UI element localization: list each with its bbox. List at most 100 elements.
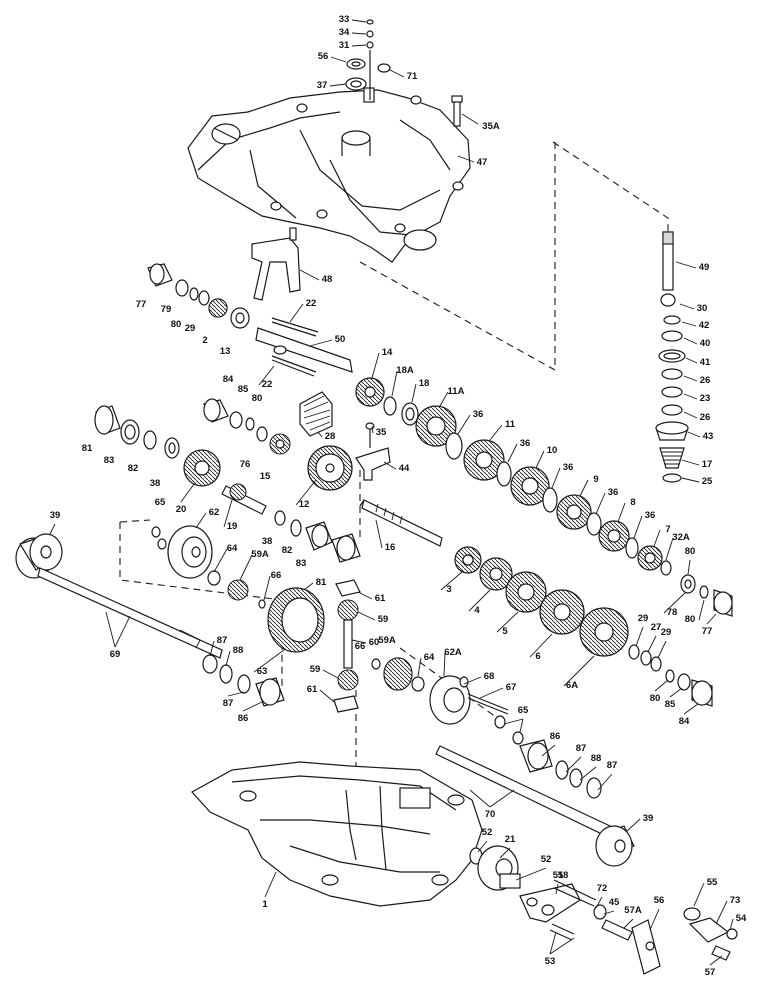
part-callout-c55: 55 [706, 877, 718, 888]
part-callout-c64b: 64 [423, 652, 435, 663]
part-callout-c62: 62 [208, 507, 220, 518]
part-callout-c70: 70 [484, 809, 496, 820]
part-callout-c28: 28 [324, 431, 336, 442]
part-callout-c40: 40 [699, 338, 711, 349]
part-callout-c82b: 82 [281, 545, 293, 556]
part-callout-c79: 79 [160, 304, 172, 315]
part-callout-c3: 3 [446, 584, 452, 595]
part-callout-c26a: 26 [699, 375, 711, 386]
part-callout-c14: 14 [381, 347, 393, 358]
top-small-parts [345, 19, 391, 103]
part-callout-c87b: 87 [222, 698, 234, 709]
part-callout-c64a: 64 [226, 543, 238, 554]
differential-62 [151, 525, 221, 586]
part-callout-c68: 68 [483, 671, 495, 682]
bracket-48 [251, 227, 301, 301]
part-callout-c61b: 61 [306, 684, 318, 695]
part-callout-c29b: 29 [637, 613, 649, 624]
gear-train-upper [355, 377, 457, 447]
part-callout-c72: 72 [596, 883, 608, 894]
part-callout-c80a: 80 [170, 319, 182, 330]
upper-housing [187, 89, 471, 263]
leader-lines [49, 19, 734, 966]
part-callout-c83a: 83 [103, 455, 115, 466]
part-callout-c36b: 36 [519, 438, 531, 449]
part-callout-c6: 6 [535, 651, 541, 662]
part-callout-c25: 25 [701, 476, 713, 487]
part-callout-c85b: 85 [664, 699, 676, 710]
part-callout-c1: 1 [262, 899, 268, 910]
part-callout-c38a: 38 [149, 478, 161, 489]
part-callout-c18: 18 [418, 378, 430, 389]
part-callout-c77a: 77 [135, 299, 147, 310]
part-callout-c65a: 65 [154, 497, 166, 508]
part-callout-c4: 4 [474, 605, 480, 616]
part-callout-c59b: 59 [309, 664, 321, 675]
part-callout-c38b: 38 [261, 536, 273, 547]
part-callout-c87c: 87 [575, 743, 587, 754]
right-bearing-stack [680, 574, 733, 617]
shaft-49 [660, 231, 676, 307]
bearing-39-left [15, 533, 63, 579]
part-callout-c88b: 88 [590, 753, 602, 764]
part-callout-c39b: 39 [642, 813, 654, 824]
part-callout-c32A: 32A [672, 532, 690, 543]
part-callout-c61a: 61 [374, 593, 386, 604]
part-callout-c57A: 57A [624, 905, 642, 916]
part-callout-c56a: 56 [317, 51, 329, 62]
part-callout-c80d: 80 [684, 614, 696, 625]
part-callout-c37: 37 [316, 80, 328, 91]
part-callout-c6A: 6A [565, 680, 579, 691]
lower-right-stack [628, 644, 713, 707]
bracket-73 [683, 907, 738, 961]
part-callout-c15: 15 [259, 471, 271, 482]
bevel-gears-left [227, 579, 325, 653]
lower-housing [191, 761, 483, 907]
part-callout-c58: 58 [557, 870, 569, 881]
mid-left-bearings [203, 398, 291, 455]
shaft-19 [221, 483, 267, 515]
bolt-35a [451, 95, 479, 127]
part-callout-c59Ab: 59A [378, 635, 396, 646]
part-callout-c33: 33 [338, 14, 350, 25]
part-callout-c81a: 81 [81, 443, 93, 454]
brake-lever-assembly [519, 879, 661, 975]
part-callout-c56b: 56 [653, 895, 665, 906]
part-callout-c8: 8 [630, 497, 636, 508]
part-callout-c18A: 18A [396, 365, 414, 376]
part-callout-c49: 49 [698, 262, 710, 273]
part-callout-c54: 54 [735, 913, 747, 924]
part-callout-c5: 5 [502, 626, 508, 637]
part-callout-c22a: 22 [305, 298, 317, 309]
part-callout-c77b: 77 [701, 626, 713, 637]
part-callout-c66b: 66 [354, 641, 366, 652]
part-callout-c83b: 83 [295, 558, 307, 569]
part-callout-c29c: 29 [660, 627, 672, 638]
part-callout-c82a: 82 [127, 463, 139, 474]
part-callout-c48: 48 [321, 274, 333, 285]
part-callout-c60: 60 [368, 637, 380, 648]
part-callout-c67: 67 [505, 682, 517, 693]
part-callout-c41: 41 [699, 357, 711, 368]
part-callout-c21: 21 [504, 834, 516, 845]
part-callout-c35: 35 [375, 427, 387, 438]
part-callout-c44: 44 [398, 463, 410, 474]
part-callout-c65b: 65 [517, 705, 529, 716]
part-callout-c11: 11 [504, 419, 516, 430]
part-callout-c76: 76 [239, 459, 251, 470]
part-callout-c57: 57 [704, 967, 716, 978]
part-callout-c52a: 52 [481, 827, 493, 838]
differential-62a [371, 657, 524, 745]
left-lower-bearings [202, 654, 285, 707]
part-callout-c31: 31 [338, 40, 350, 51]
part-callout-c86b: 86 [549, 731, 561, 742]
part-callout-c85a: 85 [237, 384, 249, 395]
shift-rod-assembly [255, 317, 353, 377]
part-callout-c36c: 36 [562, 462, 574, 473]
part-callout-c20: 20 [175, 504, 187, 515]
axle-70 [435, 739, 635, 867]
part-callout-c80e: 80 [649, 693, 661, 704]
part-callout-c12: 12 [298, 499, 310, 510]
